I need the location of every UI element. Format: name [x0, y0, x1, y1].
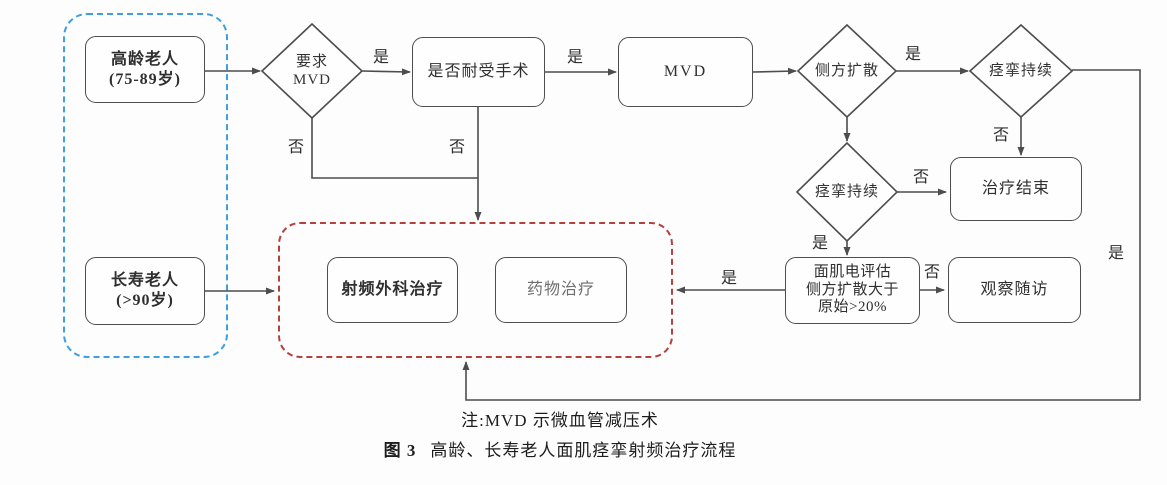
decision-spasm-persist-top-shape [968, 23, 1074, 119]
node-emg-evaluation-line3: 原始>20% [818, 299, 887, 316]
figure-caption-title: 高龄、长寿老人面肌痉挛射频治疗流程 [430, 441, 737, 460]
node-emg-evaluation-line1: 面肌电评估 [813, 263, 892, 280]
figure-note-text: 注:MVD 示微血管减压术 [461, 411, 659, 430]
edge-label-loop-yes: 是 [1107, 245, 1125, 262]
node-observe-followup: 观察随访 [948, 257, 1081, 323]
node-rf-surgical-treatment-label: 射频外科治疗 [341, 281, 444, 298]
edge-spasmtop-yes-loopback [462, 69, 1141, 401]
node-elderly-75-89-line1: 高龄老人 [110, 50, 179, 68]
node-treatment-end-label: 治疗结束 [981, 180, 1050, 197]
node-elderly-75-89-line2: (75-89岁) [109, 70, 181, 88]
figure-caption: 图 3 高龄、长寿老人面肌痉挛射频治疗流程 [0, 436, 1120, 461]
edge-label-require-no: 否 [287, 139, 305, 156]
node-rf-surgical-treatment: 射频外科治疗 [327, 257, 458, 323]
decision-spasm-persist-top-label: 痉挛持续 [988, 63, 1054, 79]
node-drug-treatment: 药物治疗 [495, 257, 627, 323]
node-emg-evaluation: 面肌电评估 侧方扩散大于 原始>20% [785, 257, 920, 324]
edge-mvd-to-lateral [752, 67, 797, 75]
edge-require-no-merge [311, 118, 478, 179]
figure-note: 注:MVD 示微血管减压术 [0, 406, 1120, 431]
decision-require-mvd-line2: MVD [292, 72, 332, 88]
edge-label-emg-yes: 是 [720, 270, 738, 287]
decision-require-mvd-line1: 要求 [295, 54, 329, 70]
edge-label-require-yes: 是 [372, 49, 390, 66]
edge-label-spasmtop-no: 否 [992, 127, 1010, 144]
treatment-group-container [278, 222, 673, 358]
decision-lateral-spread: 侧方扩散 [815, 62, 879, 80]
node-tolerate-surgery-label: 是否耐受手术 [427, 63, 530, 80]
edge-label-spasmmid-no: 否 [912, 169, 930, 186]
node-mvd-label: MVD [663, 63, 708, 80]
node-observe-followup-label: 观察随访 [980, 281, 1049, 298]
figure-caption-label: 图 3 [383, 441, 417, 460]
node-longevity-90: 长寿老人 (>90岁) [85, 257, 205, 325]
decision-spasm-persist-mid: 痉挛持续 [815, 183, 879, 201]
edge-label-tolerate-yes: 是 [566, 49, 584, 66]
node-elderly-75-89: 高龄老人 (75-89岁) [85, 36, 205, 103]
node-treatment-end: 治疗结束 [950, 157, 1082, 221]
decision-lateral-spread-label: 侧方扩散 [814, 63, 880, 79]
edge-label-emg-no: 否 [923, 264, 941, 281]
node-longevity-90-line2: (>90岁) [116, 292, 174, 309]
node-tolerate-surgery: 是否耐受手术 [412, 37, 545, 107]
patient-group-container [63, 13, 228, 358]
edge-require-yes-tolerate [361, 68, 411, 76]
decision-spasm-persist-top: 痉挛持续 [989, 62, 1053, 80]
edge-label-lateral-yes: 是 [904, 46, 922, 63]
edge-label-tolerate-no: 否 [448, 139, 466, 156]
edge-label-spasmmid-yes: 是 [811, 235, 829, 252]
node-drug-treatment-label: 药物治疗 [526, 281, 595, 298]
node-mvd: MVD [618, 37, 753, 107]
decision-spasm-persist-mid-label: 痉挛持续 [814, 184, 880, 200]
node-emg-evaluation-line2: 侧方扩散大于 [805, 281, 899, 298]
node-longevity-90-line1: 长寿老人 [110, 272, 179, 289]
decision-require-mvd: 要求 MVD [293, 53, 331, 89]
